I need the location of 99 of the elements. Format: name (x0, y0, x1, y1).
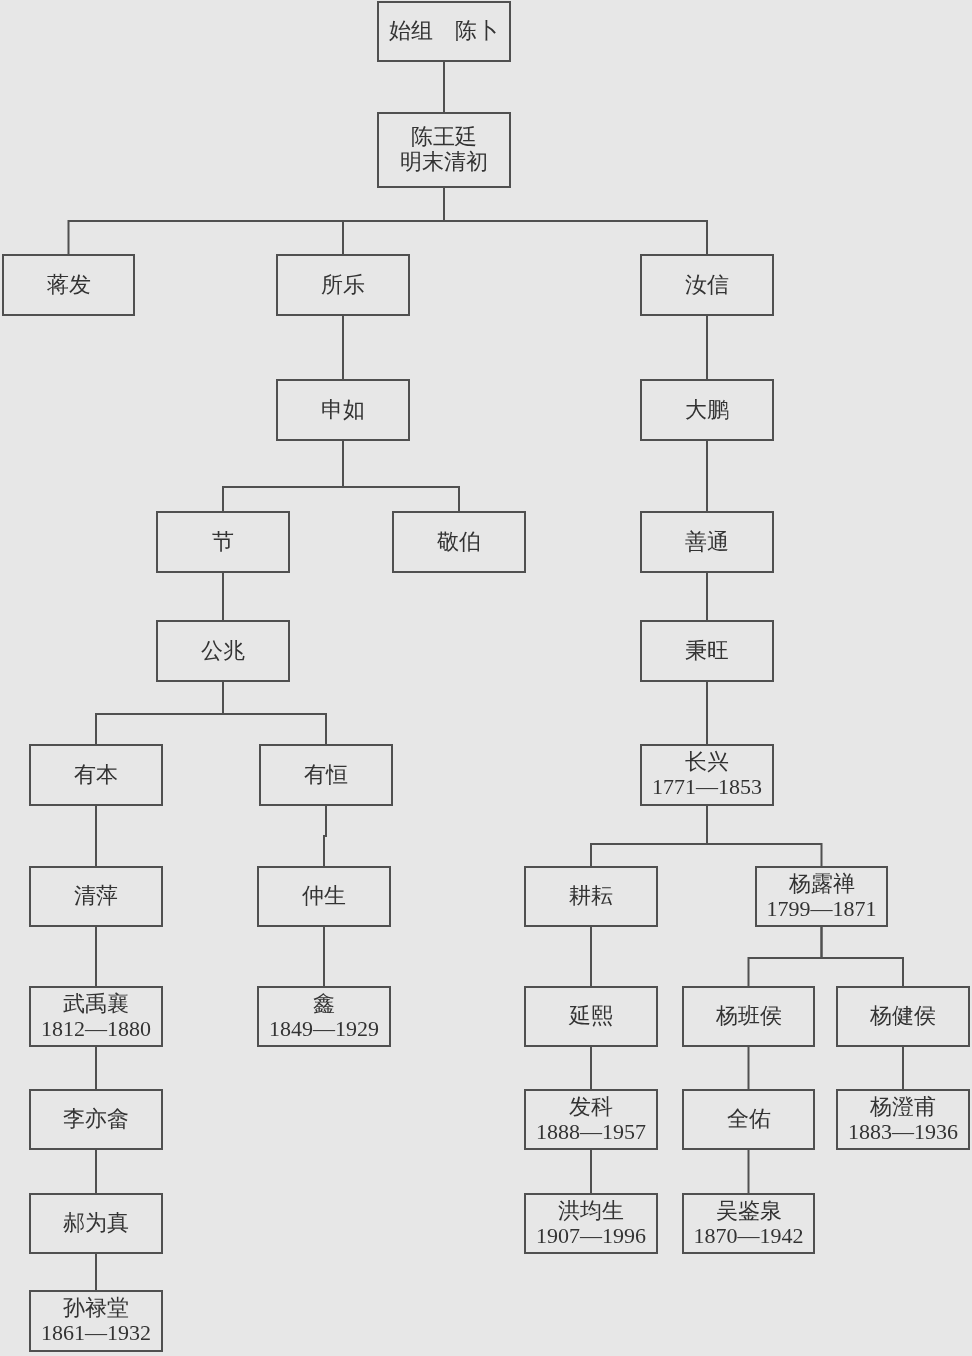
person-box (836, 986, 970, 1047)
person-name: 郝为真 (63, 1211, 129, 1236)
person-box (836, 1089, 970, 1150)
person-name: 节 (212, 529, 234, 555)
lineage-line (323, 805, 327, 867)
lineage-line (706, 315, 708, 380)
lineage-line (95, 1253, 97, 1291)
person-name: 杨班侯 (715, 1004, 782, 1029)
period-text: 1849—1929 (269, 1016, 379, 1042)
person-box (640, 254, 774, 316)
person-name: 仲生 (302, 884, 346, 909)
lineage-line (95, 926, 97, 987)
lineage-line (706, 681, 708, 745)
person-box (259, 744, 393, 806)
lineage-line (95, 805, 97, 867)
person-box (682, 1089, 815, 1150)
person-box (682, 1193, 815, 1254)
person-name: 武禹襄 (63, 991, 129, 1017)
lineage-line (590, 1046, 592, 1090)
lineage-line (820, 926, 904, 987)
person-box (377, 112, 511, 188)
period-text: 1812—1880 (41, 1016, 151, 1042)
lineage-line (706, 805, 823, 867)
person-box (524, 1193, 658, 1254)
person-box (257, 986, 391, 1047)
person-name: 杨澄甫 (870, 1094, 936, 1120)
person-name: 洪均生 (558, 1198, 624, 1224)
person-name: 李亦畲 (63, 1107, 129, 1132)
period-text: 1861—1932 (41, 1321, 151, 1346)
period-text: 1870—1942 (693, 1223, 804, 1249)
lineage-line (95, 1046, 97, 1090)
person-name: 始组 陈卜 (389, 19, 499, 44)
person-box (276, 254, 410, 316)
person-name: 有本 (74, 762, 118, 788)
person-name: 孙禄堂 (63, 1296, 129, 1321)
lineage-line (222, 572, 224, 621)
lineage-line (95, 1149, 97, 1194)
person-box (29, 744, 163, 806)
lineage-line (443, 187, 708, 255)
person-name: 鑫 (313, 991, 335, 1017)
lineage-line (222, 681, 327, 745)
lineage-line (342, 315, 344, 380)
person-box (257, 866, 391, 927)
person-box (392, 511, 526, 573)
person-name: 吴鉴泉 (715, 1198, 782, 1224)
lineage-line (342, 440, 460, 512)
lineage-line (323, 926, 325, 987)
person-box (682, 986, 815, 1047)
person-name: 所乐 (321, 272, 365, 298)
lineage-line (747, 1149, 750, 1194)
person-box (2, 254, 135, 316)
person-name: 长兴 (685, 750, 729, 775)
person-name: 善通 (685, 529, 729, 555)
person-box (156, 620, 290, 682)
person-name: 蒋发 (46, 272, 91, 298)
person-box (276, 379, 410, 441)
period-text: 1883—1936 (848, 1119, 958, 1145)
lineage-line (902, 1046, 904, 1090)
lineage-line (747, 1046, 750, 1090)
person-box (29, 866, 163, 927)
person-name: 杨露禅 (788, 871, 855, 897)
person-box (156, 511, 290, 573)
person-box (29, 1290, 163, 1352)
lineage-line (706, 572, 708, 621)
person-box (524, 986, 658, 1047)
person-box (29, 1089, 163, 1150)
lineage-line (590, 1149, 592, 1194)
person-name: 申如 (321, 397, 365, 423)
person-box (640, 379, 774, 441)
person-box (640, 744, 774, 806)
person-name: 延熙 (569, 1004, 613, 1029)
period-text: 1888—1957 (536, 1119, 646, 1145)
person-name: 秉旺 (685, 638, 729, 664)
person-name: 有恒 (304, 762, 348, 788)
person-name: 全佑 (726, 1107, 771, 1132)
person-box (755, 866, 888, 927)
person-name: 清萍 (74, 884, 118, 909)
person-box (640, 620, 774, 682)
person-box (29, 986, 163, 1047)
lineage-line (443, 61, 445, 113)
person-name: 耕耘 (569, 884, 613, 909)
period-text: 明末清初 (400, 150, 488, 175)
person-name: 汝信 (685, 272, 729, 298)
person-name: 杨健侯 (870, 1004, 936, 1029)
person-name: 发科 (569, 1094, 613, 1120)
person-name: 公兆 (201, 638, 245, 664)
lineage-line (706, 440, 708, 512)
period-text: 1907—1996 (536, 1223, 646, 1249)
person-box (640, 511, 774, 573)
person-name: 大鹏 (685, 397, 729, 423)
person-name: 陈王廷 (411, 125, 477, 150)
lineage-line (590, 926, 592, 987)
period-text: 1799—1871 (766, 896, 877, 922)
person-name: 敬伯 (437, 529, 481, 555)
person-box (377, 1, 511, 62)
period-text: 1771—1853 (652, 775, 762, 800)
person-box (29, 1193, 163, 1254)
person-box (524, 1089, 658, 1150)
person-box (524, 866, 658, 927)
